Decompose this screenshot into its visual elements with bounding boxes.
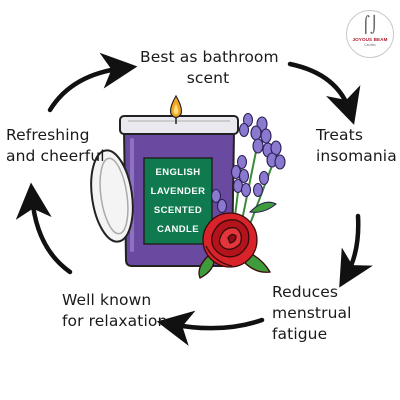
rose-icon [198,212,272,279]
benefit-line: insomania [316,147,397,165]
benefit-line: menstrual [272,304,352,322]
benefit-treats-insomnia: Treats insomania [316,125,397,167]
benefit-line: Refreshing [6,126,90,144]
arrow-right [339,213,373,288]
arrow-top-left [47,52,138,113]
logo-tagline: Candles [364,43,376,47]
candle-label-line-2: LAVENDER [151,186,206,197]
candle-label-line-3: SCENTED [154,205,202,216]
benefit-line: and cheerful [6,147,105,165]
benefit-bathroom-scent: Best as bathroom scent [140,47,279,89]
jar-lid [90,149,134,243]
candle-label-line-4: CANDLE [157,224,199,235]
benefit-line: fatigue [272,325,328,343]
benefit-line: scent [186,69,230,87]
benefit-menstrual-fatigue: Reduces menstrual fatigue [272,282,352,345]
brand-logo: ⌠⌡ JOYOUS BEAM Candles [346,10,394,58]
arrow-left [15,182,73,275]
benefit-relaxation: Well known for relaxation [62,290,167,332]
logo-mark-icon: ⌠⌡ [361,15,379,34]
arrow-top-right [287,61,361,125]
benefit-line: for relaxation [62,312,168,330]
benefit-refreshing: Refreshing and cheerful [6,125,105,167]
logo-name: JOYOUS BEAM [352,37,388,42]
arrow-bottom [156,310,265,346]
benefit-line: Reduces [272,283,339,301]
benefit-line: Treats [316,126,364,144]
candle-label-line-1: ENGLISH [155,167,200,178]
benefit-line: Best as bathroom [140,48,279,66]
benefit-line: Well known [62,291,152,309]
